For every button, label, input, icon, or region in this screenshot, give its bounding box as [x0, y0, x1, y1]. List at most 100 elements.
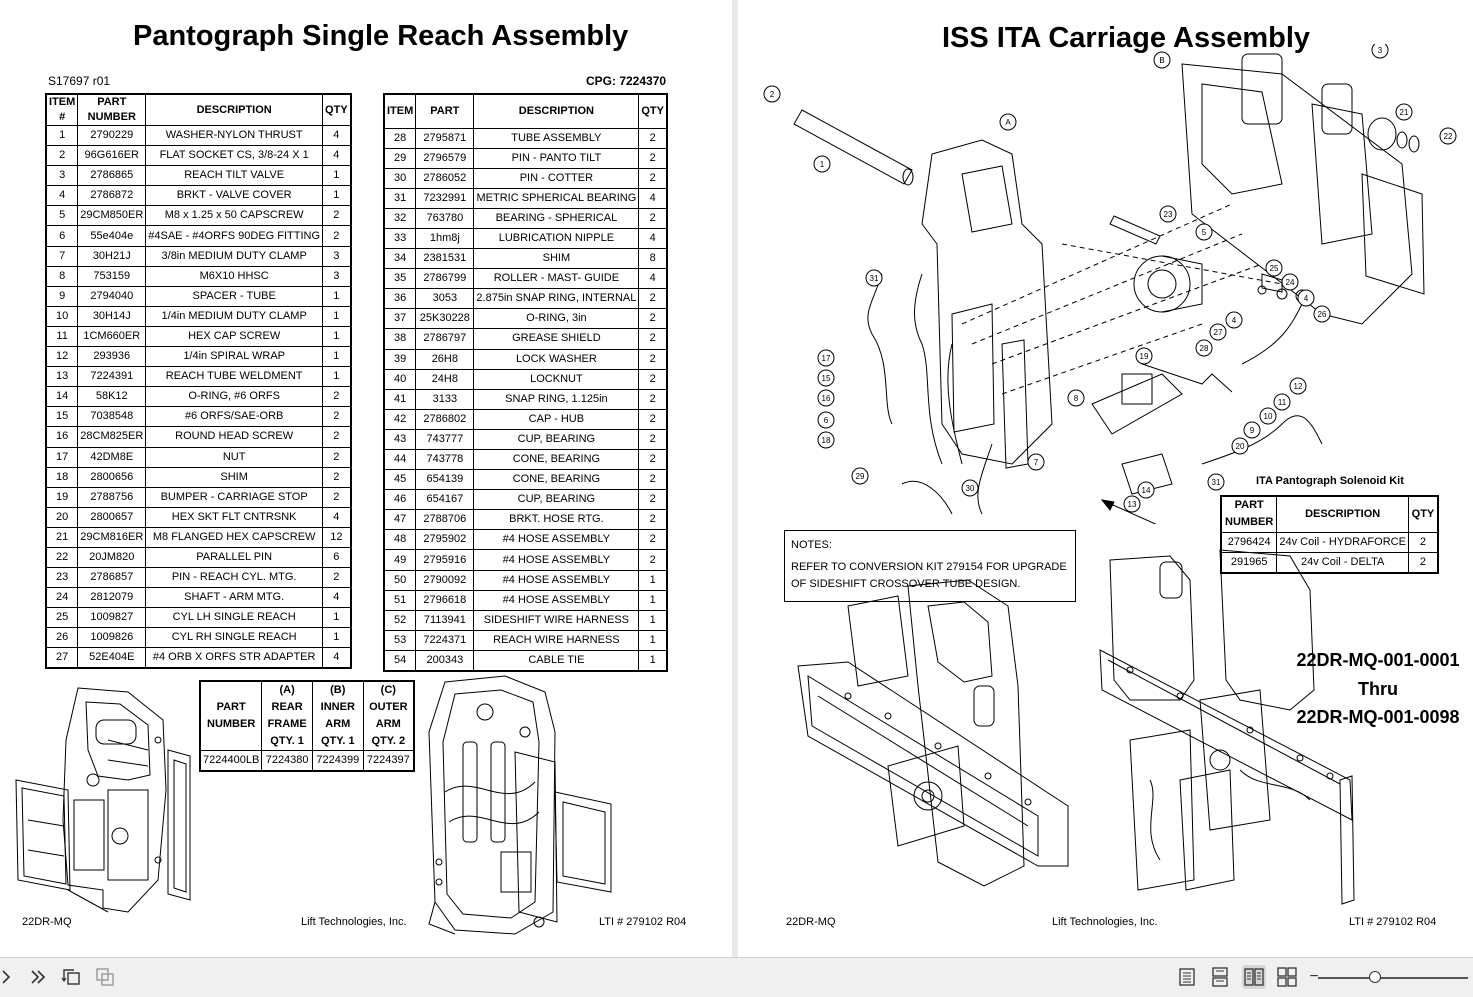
description: PIN - REACH CYL. MTG. — [145, 567, 324, 589]
qty: 2 — [638, 288, 668, 310]
footer-right: LTI # 279102 R04 — [599, 916, 687, 928]
qty: 2 — [322, 446, 352, 468]
notes-text: REFER TO CONVERSION KIT 279154 FOR UPGRA… — [791, 561, 1067, 590]
grid-icon[interactable] — [1275, 965, 1299, 989]
item-number: 40 — [383, 368, 417, 390]
notes-box: NOTES: REFER TO CONVERSION KIT 279154 FO… — [784, 530, 1076, 602]
assembly-drawing-left — [15, 687, 191, 913]
cpg-number: CPG: 7224370 — [586, 74, 667, 88]
part-number: 2790092 — [415, 569, 475, 591]
qty: 2 — [638, 348, 668, 370]
qty: 2 — [638, 549, 668, 571]
cell: 24v Coil - DELTA — [1276, 551, 1409, 574]
duplicate-icon[interactable] — [93, 965, 117, 989]
qty: 2 — [638, 529, 668, 551]
part-number: 2786872 — [77, 185, 147, 207]
two-page-icon[interactable] — [1242, 965, 1266, 989]
description: M6X10 HHSC — [145, 265, 324, 287]
cell: 7224380 — [261, 750, 313, 772]
qty: 4 — [322, 145, 352, 167]
description: 1/4in MEDIUM DUTY CLAMP — [145, 305, 324, 327]
zoom-slider-thumb[interactable] — [1369, 971, 1381, 983]
rotate-icon[interactable] — [60, 965, 84, 989]
notes-title: NOTES: — [791, 539, 832, 551]
svg-text:31: 31 — [1212, 478, 1221, 487]
part-number: 1009827 — [77, 607, 147, 629]
part-number: 2794040 — [77, 285, 147, 307]
description: CYL LH SINGLE REACH — [145, 607, 324, 629]
description: O-RING, 3in — [473, 308, 640, 330]
header-description: DESCRIPTION — [1276, 495, 1409, 533]
item-number: 54 — [383, 649, 417, 672]
item-number: 39 — [383, 348, 417, 370]
description: BEARING - SPHERICAL — [473, 207, 640, 229]
qty: 2 — [322, 486, 352, 508]
description: SNAP RING, 1.125in — [473, 388, 640, 410]
qty: 2 — [322, 406, 352, 428]
cell: 2 — [1407, 531, 1439, 553]
header-description: DESCRIPTION — [145, 93, 324, 126]
single-page-icon[interactable] — [1175, 965, 1199, 989]
assembly-drawing-right — [428, 675, 612, 935]
part-number: 1CM660ER — [77, 325, 147, 348]
qty: 2 — [322, 205, 352, 227]
item-number: 25 — [45, 607, 79, 629]
description: 2.875in SNAP RING, INTERNAL — [473, 288, 640, 310]
description: #4 HOSE ASSEMBLY — [473, 549, 640, 571]
svg-text:5: 5 — [1202, 228, 1207, 237]
qty: 2 — [638, 167, 668, 189]
continuous-icon[interactable] — [1208, 965, 1232, 989]
prev-icon[interactable] — [0, 965, 18, 989]
item-number: 6 — [45, 225, 79, 247]
part-number: 96G616ER — [77, 145, 147, 167]
item-number: 30 — [383, 167, 417, 189]
description: 1/4in SPIRAL WRAP — [145, 346, 324, 368]
svg-text:2: 2 — [770, 90, 775, 99]
description: REACH TUBE WELDMENT — [145, 366, 324, 388]
item-number: 47 — [383, 509, 417, 531]
description: SPACER - TUBE — [145, 285, 324, 307]
qty: 2 — [638, 489, 668, 511]
part-number: 654167 — [415, 489, 475, 511]
zoom-slider[interactable] — [1318, 971, 1468, 983]
item-number: 35 — [383, 268, 417, 290]
item-number: 23 — [45, 567, 79, 589]
qty: 1 — [322, 346, 352, 368]
part-number: 2786802 — [415, 408, 475, 430]
part-number: 2800657 — [77, 506, 147, 528]
description: SHIM — [145, 466, 324, 488]
svg-text:18: 18 — [822, 436, 831, 445]
svg-text:12: 12 — [1294, 382, 1303, 391]
item-number: 8 — [45, 265, 79, 287]
qty: 2 — [638, 408, 668, 430]
qty: 1 — [322, 165, 352, 187]
item-number: 18 — [45, 466, 79, 488]
item-number: 51 — [383, 589, 417, 611]
item-number: 4 — [45, 185, 79, 207]
zoom-out-button[interactable]: − — [1309, 968, 1319, 985]
next-icon[interactable] — [26, 965, 50, 989]
part-number: 2381531 — [415, 248, 475, 270]
part-number: 293936 — [77, 346, 147, 368]
qty: 2 — [638, 388, 668, 410]
item-number: 11 — [45, 325, 79, 348]
